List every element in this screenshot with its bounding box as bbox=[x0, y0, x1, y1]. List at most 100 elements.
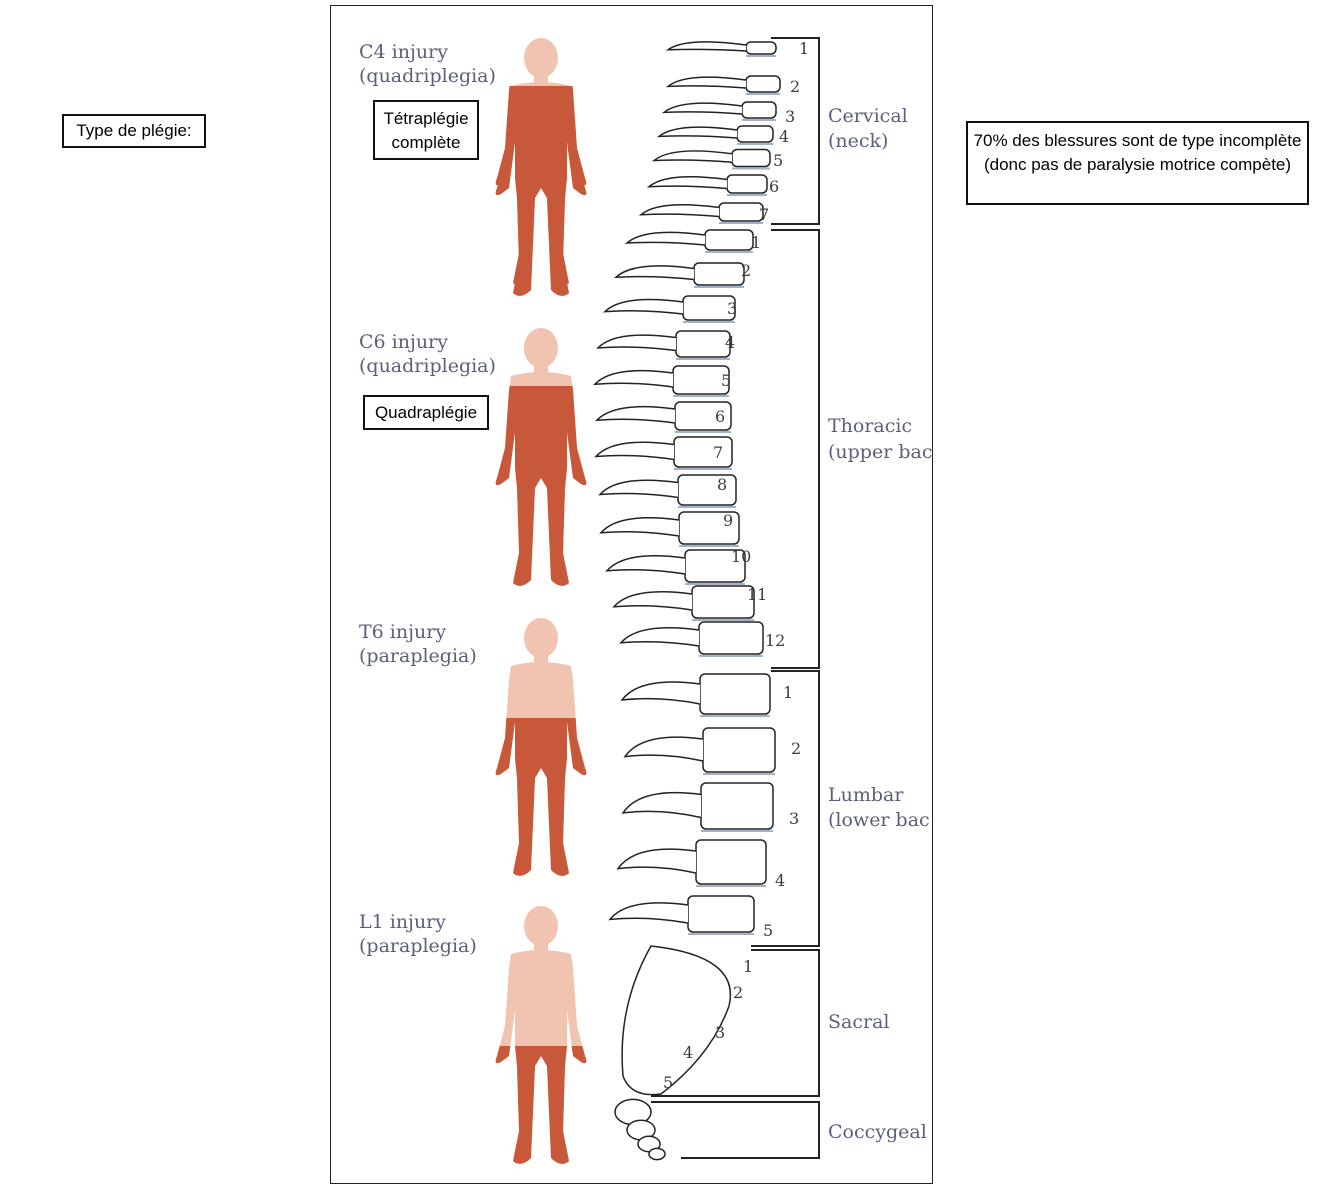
region-cervical-label: Cervical (neck) bbox=[828, 105, 908, 152]
injury-title: L1 injury bbox=[359, 911, 446, 933]
spinous-process bbox=[654, 151, 732, 162]
vertebra-body bbox=[719, 203, 763, 221]
thoracic-vertebra-number: 8 bbox=[717, 475, 727, 494]
type-de-plegie-label: Type de plégie: bbox=[62, 114, 206, 148]
spinous-process bbox=[597, 407, 675, 423]
region-name: Sacral bbox=[828, 1011, 889, 1033]
vertebra-body bbox=[727, 175, 767, 193]
injury-subtitle: (quadriplegia) bbox=[359, 355, 496, 377]
vertebra-body bbox=[688, 896, 754, 932]
injury-t6-label: T6 injury (paraplegia) bbox=[359, 621, 477, 667]
injury-subtitle: (paraplegia) bbox=[359, 645, 477, 667]
spinal-injury-diagram: C4 injury (quadriplegia) C6 injury (quad… bbox=[330, 5, 933, 1184]
sacral-vertebra-number: 2 bbox=[733, 983, 743, 1002]
figure-c6-paralysis bbox=[496, 328, 587, 586]
spinous-process bbox=[668, 42, 746, 51]
vertebra-body bbox=[696, 840, 766, 884]
vertebra-body bbox=[703, 728, 775, 772]
injury-subtitle: (quadriplegia) bbox=[359, 65, 496, 87]
cervical-vertebra-number: 4 bbox=[779, 127, 789, 146]
spinous-process bbox=[616, 266, 694, 280]
region-detail: (neck) bbox=[828, 130, 888, 152]
spinous-process bbox=[614, 592, 692, 610]
incomplete-injury-note: 70% des blessures sont de type incomplèt… bbox=[966, 121, 1309, 205]
spinous-process bbox=[610, 903, 688, 923]
vertebra-body bbox=[701, 783, 773, 829]
vertebra-body bbox=[676, 331, 730, 357]
lumbar-vertebra-number: 5 bbox=[763, 921, 773, 940]
thoracic-vertebra-number: 2 bbox=[741, 261, 751, 280]
coccyx-segment bbox=[649, 1148, 665, 1159]
sacral-vertebra-number: 1 bbox=[743, 957, 753, 976]
region-coccygeal-label: Coccygeal bbox=[828, 1121, 927, 1143]
vertebra-body bbox=[694, 263, 744, 285]
thoracic-vertebra-number: 12 bbox=[765, 631, 785, 650]
injury-c4-label: C4 injury (quadriplegia) bbox=[359, 41, 496, 87]
cervical-vertebra-number: 3 bbox=[785, 107, 795, 126]
sacral-vertebra-number: 3 bbox=[715, 1023, 725, 1042]
diagram-canvas: C4 injury (quadriplegia) C6 injury (quad… bbox=[331, 6, 933, 1184]
sacral-vertebra-number: 4 bbox=[683, 1043, 693, 1062]
note-quadraplegie: Quadraplégie bbox=[363, 395, 489, 430]
thoracic-vertebra-number: 1 bbox=[751, 233, 761, 252]
vertebra-body bbox=[678, 475, 736, 505]
spinous-process bbox=[621, 628, 699, 646]
vertebra-body bbox=[746, 76, 780, 92]
spinous-process bbox=[623, 793, 701, 818]
spinous-process bbox=[605, 300, 683, 315]
vertebra-body bbox=[742, 102, 776, 118]
region-thoracic-label: Thoracic (upper bac bbox=[828, 415, 932, 463]
spinous-process bbox=[649, 177, 727, 189]
thoracic-bracket bbox=[771, 230, 819, 668]
thoracic-vertebra-number: 3 bbox=[727, 299, 737, 318]
lumbar-vertebra-number: 3 bbox=[789, 809, 799, 828]
cervical-vertebra-number: 5 bbox=[773, 151, 783, 170]
cervical-vertebra-number: 2 bbox=[790, 77, 800, 96]
injury-title: C6 injury bbox=[359, 331, 448, 353]
region-name: Coccygeal bbox=[828, 1121, 927, 1143]
spinous-process bbox=[598, 335, 676, 350]
spinous-process bbox=[595, 371, 673, 387]
region-sacral-label: Sacral bbox=[828, 1011, 889, 1033]
spinous-process bbox=[641, 205, 719, 217]
injury-title: T6 injury bbox=[359, 621, 446, 643]
figure-c4-paralysis bbox=[496, 28, 587, 296]
spinous-process bbox=[627, 232, 705, 245]
region-detail: (upper bac bbox=[828, 441, 932, 463]
sacrum bbox=[622, 946, 730, 1095]
thoracic-vertebra-number: 4 bbox=[725, 333, 735, 352]
region-detail: (lower bac bbox=[828, 809, 930, 831]
spinous-process bbox=[659, 127, 737, 138]
injury-subtitle: (paraplegia) bbox=[359, 935, 477, 957]
spinous-process bbox=[618, 849, 696, 873]
vertebra-body bbox=[700, 674, 770, 714]
figure-l1-paralysis bbox=[496, 906, 587, 1164]
thoracic-vertebra-number: 10 bbox=[731, 547, 751, 566]
vertebra-body bbox=[746, 42, 776, 54]
spinous-process bbox=[625, 737, 703, 761]
spinous-process bbox=[596, 442, 674, 459]
cervical-vertebra-number: 6 bbox=[769, 177, 779, 196]
region-name: Thoracic bbox=[828, 415, 912, 437]
figure-t6-paralysis bbox=[496, 618, 587, 876]
sacral-vertebra-number: 5 bbox=[663, 1073, 673, 1092]
vertebra-body bbox=[699, 622, 763, 654]
lumbar-vertebra-number: 4 bbox=[775, 871, 785, 890]
coccygeal-bracket bbox=[651, 1102, 819, 1158]
injury-title: C4 injury bbox=[359, 41, 448, 63]
vertebra-body bbox=[674, 437, 732, 467]
cervical-vertebra-number: 1 bbox=[799, 39, 809, 58]
region-lumbar-label: Lumbar (lower bac bbox=[828, 784, 930, 831]
vertebra-body bbox=[737, 126, 773, 142]
thoracic-vertebra-number: 11 bbox=[747, 585, 767, 604]
region-name: Cervical bbox=[828, 105, 908, 127]
vertebra-body bbox=[705, 230, 753, 250]
spinous-process bbox=[668, 77, 746, 88]
spinous-process bbox=[622, 682, 700, 704]
thoracic-vertebra-number: 6 bbox=[715, 407, 725, 426]
spinous-process bbox=[607, 556, 685, 574]
spinous-process bbox=[601, 518, 679, 536]
injury-l1-label: L1 injury (paraplegia) bbox=[359, 911, 477, 957]
cervical-vertebra-number: 7 bbox=[759, 205, 769, 224]
lumbar-vertebra-number: 2 bbox=[791, 739, 801, 758]
